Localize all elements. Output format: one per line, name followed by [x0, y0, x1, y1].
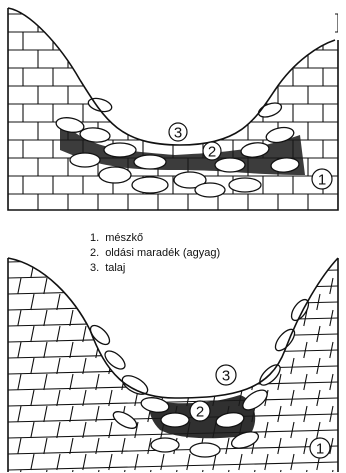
- brick-joint: [239, 262, 242, 278]
- brick-joint: [70, 278, 73, 294]
- brick-joint: [252, 310, 255, 326]
- weathered-block: [151, 438, 179, 452]
- top-limestone: [8, 8, 338, 212]
- brick-joint: [265, 326, 268, 342]
- svg-text:1: 1: [316, 441, 324, 458]
- brick-joint: [252, 342, 255, 358]
- brick-joint: [174, 342, 177, 358]
- brick-joint: [174, 374, 177, 390]
- weathered-block: [190, 443, 220, 457]
- brick-joint: [226, 310, 229, 326]
- brick-joint: [213, 262, 216, 278]
- weathered-block: [99, 167, 131, 183]
- brick-joint: [187, 262, 190, 278]
- brick-joint: [278, 310, 281, 326]
- brick-joint: [122, 278, 125, 294]
- brick-joint: [96, 278, 99, 294]
- svg-text:2: 2: [196, 404, 204, 421]
- brick-joint: [291, 262, 294, 278]
- brick-joint: [213, 358, 216, 374]
- svg-text:3: 3: [174, 125, 182, 142]
- top-marker-2: 2: [203, 142, 221, 161]
- bottom-marker-1: 1: [310, 438, 330, 458]
- brick-joint: [83, 294, 86, 310]
- brick-joint: [161, 326, 164, 342]
- brick-joint: [148, 310, 151, 326]
- brick-joint: [122, 310, 125, 326]
- brick-joint: [278, 278, 281, 294]
- brick-joint: [187, 358, 190, 374]
- weathered-block: [229, 178, 261, 192]
- brick-joint: [252, 278, 255, 294]
- legend-item-3: 3.talaj: [90, 262, 125, 274]
- brick-joint: [187, 294, 190, 310]
- brick-joint: [135, 294, 138, 310]
- brick-joint: [174, 278, 177, 294]
- svg-text:3: 3: [222, 368, 230, 385]
- weathered-block: [215, 158, 245, 172]
- svg-text:1: 1: [318, 172, 326, 189]
- brick-joint: [8, 270, 338, 278]
- brick-joint: [161, 262, 164, 278]
- brick-joint: [213, 294, 216, 310]
- brick-joint: [148, 374, 151, 390]
- brick-joint: [200, 278, 203, 294]
- bottom-marker-3: 3: [216, 365, 236, 385]
- legend-item-1: 1.mészkő: [90, 232, 143, 244]
- brick-joint: [213, 326, 216, 342]
- brick-joint: [135, 326, 138, 342]
- brick-joint: [265, 262, 268, 278]
- weathered-block: [134, 155, 166, 169]
- brick-joint: [174, 310, 177, 326]
- weathered-block: [195, 183, 225, 197]
- brick-joint: [57, 262, 60, 278]
- brick-joint: [161, 294, 164, 310]
- brick-joint: [317, 262, 320, 278]
- brick-joint: [122, 342, 125, 358]
- brick-joint: [291, 294, 294, 310]
- legend-item-2: 2.oldási maradék (agyag): [90, 247, 220, 259]
- brick-joint: [187, 326, 190, 342]
- brick-joint: [200, 310, 203, 326]
- brick-joint: [96, 310, 99, 326]
- brick-joint: [226, 342, 229, 358]
- weathered-block: [104, 143, 136, 157]
- brick-joint: [135, 262, 138, 278]
- brick-joint: [83, 262, 86, 278]
- weathered-block: [161, 413, 189, 427]
- brick-joint: [200, 342, 203, 358]
- brick-joint: [304, 278, 307, 294]
- top-marker-3: 3: [169, 123, 187, 142]
- brick-joint: [148, 342, 151, 358]
- brick-joint: [135, 358, 138, 374]
- bottom-marker-2: 2: [190, 401, 210, 421]
- brick-joint: [239, 326, 242, 342]
- legend: 1.mészkő 2.oldási maradék (agyag) 3.tala…: [90, 232, 220, 274]
- brick-joint: [239, 294, 242, 310]
- brick-joint: [200, 374, 203, 390]
- weathered-block: [70, 153, 100, 167]
- svg-text:2: 2: [208, 144, 216, 161]
- top-marker-1: 1: [312, 169, 332, 189]
- brick-joint: [109, 294, 112, 310]
- brick-joint: [161, 358, 164, 374]
- weathered-block: [132, 177, 168, 193]
- brick-joint: [226, 278, 229, 294]
- brick-joint: [265, 294, 268, 310]
- brick-joint: [239, 358, 242, 374]
- bottom-panel: 3 2 1: [5, 254, 338, 473]
- top-panel: 3 2 1: [8, 8, 338, 212]
- brick-joint: [148, 278, 151, 294]
